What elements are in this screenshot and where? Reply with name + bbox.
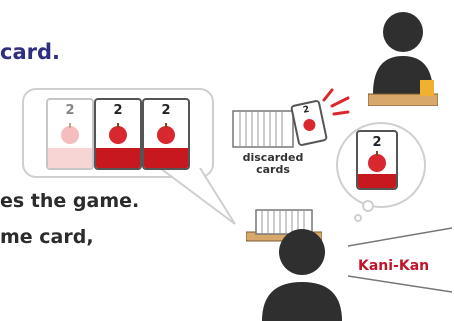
thought-dots	[350, 200, 380, 226]
apple-icon	[106, 122, 130, 144]
discard-label: discarded cards	[238, 152, 308, 176]
kani-kan-call: Kani-Kan	[358, 258, 429, 274]
instruction-line-3: me card,	[0, 226, 94, 248]
table-card-1: 2	[46, 98, 94, 170]
thought-card: 2	[356, 130, 398, 190]
card-number: 2	[358, 135, 396, 150]
card-number: 2	[144, 103, 188, 118]
table-card-3: 2	[142, 98, 190, 170]
apple-icon	[58, 122, 82, 144]
instruction-line-1: card.	[0, 40, 60, 64]
card-number: 2	[293, 103, 321, 118]
apple-icon	[154, 122, 178, 144]
discard-pile	[232, 110, 296, 150]
instruction-line-2: es the game.	[0, 190, 139, 212]
player-avatar	[258, 226, 346, 321]
card-number: 2	[48, 103, 92, 118]
bubble-tail	[150, 168, 240, 228]
apple-icon	[365, 150, 389, 172]
apple-icon	[300, 115, 319, 132]
card-number: 2	[96, 103, 140, 118]
opponent-avatar	[368, 10, 438, 106]
motion-lines-icon	[318, 86, 358, 116]
table-card-2: 2	[94, 98, 142, 170]
